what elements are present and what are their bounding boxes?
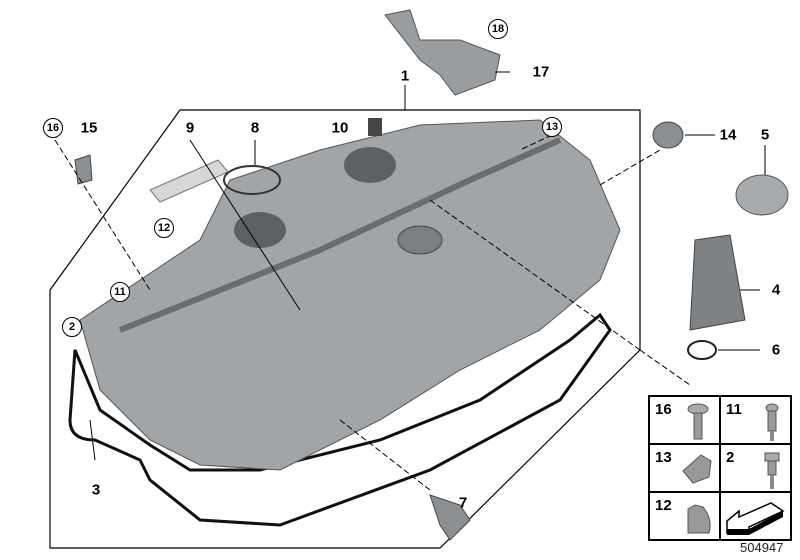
opening-left — [234, 212, 286, 248]
legend-number: 13 — [655, 449, 672, 466]
legend-cell-arrow — [720, 492, 791, 540]
label-9: 9 — [185, 119, 195, 137]
seal-part-8 — [223, 165, 281, 195]
label-3: 3 — [91, 481, 101, 499]
legend-cell-2: 2 — [720, 444, 791, 492]
label-18: 18 — [488, 19, 508, 39]
part-15 — [74, 154, 93, 185]
label-15: 15 — [80, 119, 98, 137]
legend-cell-11: 11 — [720, 396, 791, 444]
label-13: 13 — [542, 117, 562, 137]
label-14: 14 — [719, 126, 737, 144]
arrow-symbol-icon — [726, 502, 785, 535]
label-6: 6 — [771, 341, 781, 359]
label-17: 17 — [532, 63, 550, 81]
legend-number: 12 — [655, 497, 672, 514]
part-14 — [652, 121, 684, 149]
label-12: 12 — [154, 218, 174, 238]
stud-bolt-icon — [765, 403, 779, 441]
bolt-icon — [764, 452, 780, 489]
legend-cell-13: 13 — [649, 444, 720, 492]
part-4-filler — [689, 234, 746, 331]
label-4: 4 — [771, 281, 781, 299]
opening-right — [344, 147, 396, 183]
assembly-frame — [49, 109, 641, 549]
part-17 — [384, 9, 501, 96]
label-2: 2 — [62, 317, 82, 337]
legend-cell-16: 16 — [649, 396, 720, 444]
label-5: 5 — [760, 126, 770, 144]
label-10: 10 — [331, 119, 349, 137]
gasket-part-3 — [68, 312, 612, 527]
diagram-id: 504947 — [740, 540, 784, 555]
label-11: 11 — [110, 282, 130, 302]
label-7: 7 — [458, 494, 468, 512]
leader-lines — [54, 71, 766, 491]
label-16: 16 — [43, 118, 63, 138]
clip-icon — [682, 454, 712, 484]
label-8: 8 — [250, 119, 260, 137]
legend-number: 11 — [726, 401, 742, 418]
legend-number: 2 — [726, 449, 735, 466]
screw-icon — [687, 403, 709, 440]
clamp-icon — [687, 504, 711, 534]
fastener-legend-table: 16 11 13 2 12 — [648, 395, 792, 541]
label-1: 1 — [400, 67, 410, 85]
oil-filler-neck — [397, 225, 443, 255]
legend-cell-12: 12 — [649, 492, 720, 540]
part-6-oring — [687, 340, 717, 360]
part-10 — [368, 118, 382, 136]
legend-number: 16 — [655, 401, 672, 418]
cover-top-ridge — [118, 137, 562, 333]
part-5-cap — [735, 174, 789, 216]
cylinder-head-cover — [79, 119, 621, 471]
part-7 — [429, 494, 471, 541]
